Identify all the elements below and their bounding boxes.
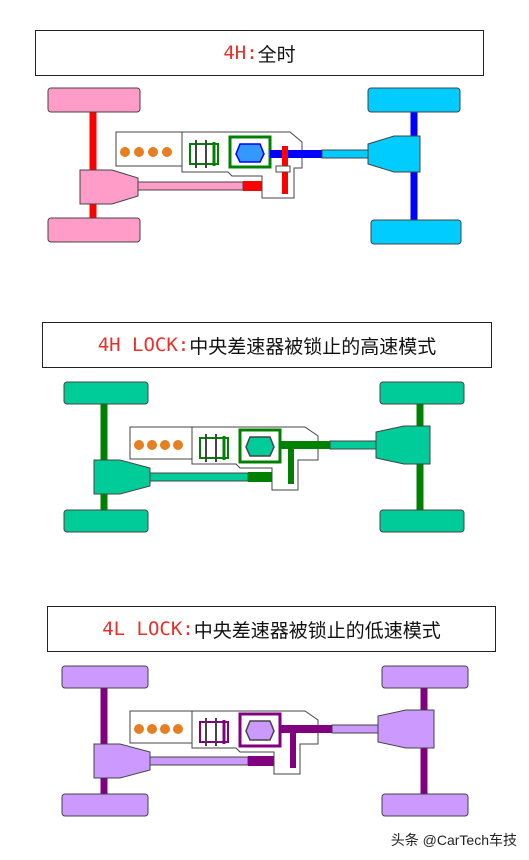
rear-differential: [367, 135, 421, 173]
transfer-case: [181, 131, 303, 199]
rear-differential: [375, 425, 431, 465]
panel-2-title: 4H LOCK: 中央差速器被锁止的高速模式: [42, 322, 492, 368]
rear-wheel-top: [367, 87, 461, 113]
panel-3-mode-description: 中央差速器被锁止的低速模式: [193, 619, 441, 642]
panel-3-drivetrain-svg: [61, 665, 469, 817]
panel-1-mode-label: 4H:: [223, 42, 258, 64]
panel-3-mode-label: 4L LOCK:: [102, 618, 194, 640]
panel-3-drivetrain-diagram: [0, 656, 529, 826]
front-differential: [93, 743, 151, 779]
front-wheel-bottom: [47, 217, 141, 243]
front-wheel-top: [61, 665, 149, 689]
rear-wheel-bottom: [370, 219, 462, 245]
panel-2-drivetrain-diagram: [0, 372, 529, 542]
watermark: 头条 @CarTech车技: [390, 832, 517, 848]
panel-3-title: 4L LOCK:中央差速器被锁止的低速模式: [47, 606, 496, 652]
front-wheel-top: [63, 381, 149, 405]
panel-1-drivetrain-svg: [47, 87, 462, 245]
rear-wheel-top: [381, 665, 469, 689]
panel-1-mode-description: 全时: [257, 43, 296, 66]
front-wheel-top: [47, 87, 141, 113]
rear-wheel-bottom: [379, 509, 465, 533]
panel-2-mode-description: 中央差速器被锁止的高速模式: [189, 335, 437, 358]
panel-2-mode-label: 4H LOCK:: [97, 334, 190, 356]
panel-1-drivetrain-diagram: [0, 80, 529, 250]
front-wheel-bottom: [61, 793, 149, 817]
panel-1-title: 4H:全时: [35, 30, 484, 76]
front-differential: [93, 459, 151, 495]
panel-2-drivetrain-svg: [63, 381, 465, 533]
rear-wheel-bottom: [381, 793, 469, 817]
front-wheel-bottom: [63, 509, 149, 533]
rear-differential: [377, 709, 435, 749]
front-differential: [79, 169, 139, 205]
rear-wheel-top: [379, 381, 465, 405]
